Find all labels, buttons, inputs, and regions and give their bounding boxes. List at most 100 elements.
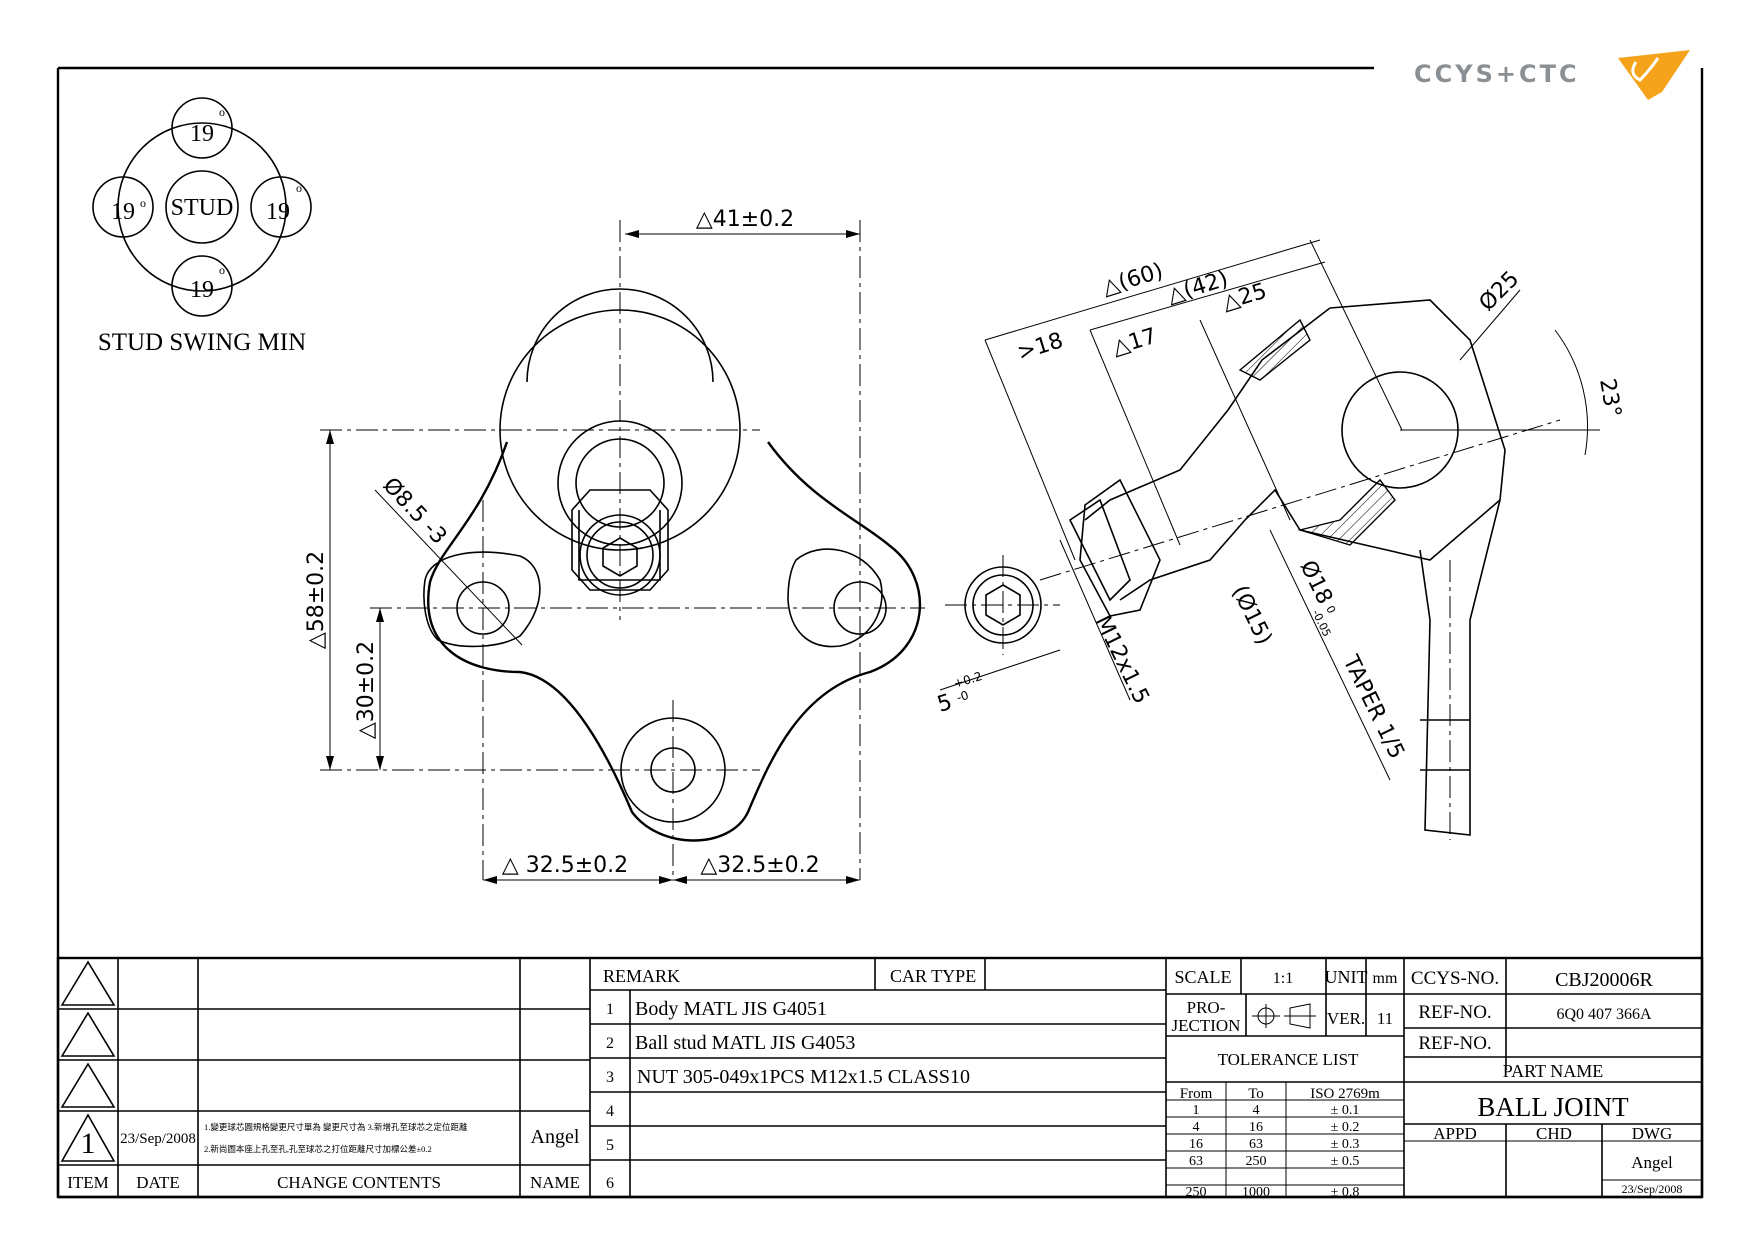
svg-text:2: 2 xyxy=(606,1035,614,1052)
dim-dia-15: (Ø15) xyxy=(1227,582,1277,649)
dwg-name: Angel xyxy=(1631,1153,1673,1172)
remark-item-1: Body MATL JIS G4051 xyxy=(635,998,827,1020)
svg-text:5: 5 xyxy=(606,1137,614,1154)
front-view: △41±0.2 △58±0.2 △30±0.2 Ø8.5 -3 △ 32.5±0… xyxy=(304,207,925,884)
dim-bottom-left: △ 32.5±0.2 xyxy=(502,853,628,878)
revision-item-number: 1 xyxy=(81,1127,96,1160)
projection-label-1: PRO- xyxy=(1187,998,1226,1017)
svg-text:6: 6 xyxy=(606,1175,614,1192)
dim-height-lower: △30±0.2 xyxy=(354,641,379,739)
swing-caption: STUD SWING MIN xyxy=(98,329,306,356)
part-name-label: PART NAME xyxy=(1503,1061,1603,1081)
appd-label: APPD xyxy=(1433,1124,1476,1143)
svg-text:1: 1 xyxy=(1193,1103,1200,1118)
stud-label: STUD xyxy=(171,195,234,221)
projection-label-2: JECTION xyxy=(1172,1016,1241,1035)
remark-item-2: Ball stud MATL JIS G4053 xyxy=(635,1032,855,1054)
revision-contents-1: 1.變更球芯圓規格變更尺寸單為 變更尺寸為 3.新增孔至球芯之定位距離 xyxy=(204,1122,468,1132)
svg-text:63: 63 xyxy=(1189,1154,1203,1169)
dwg-label: DWG xyxy=(1632,1124,1673,1143)
svg-text:± 0.2: ± 0.2 xyxy=(1331,1120,1360,1135)
ref-no-label: REF-NO. xyxy=(1418,1002,1491,1023)
revision-name: Angel xyxy=(531,1126,580,1148)
svg-text:63: 63 xyxy=(1249,1137,1263,1152)
part-info-block: CCYS-NO. CBJ20006R REF-NO. 6Q0 407 366A … xyxy=(1403,958,1702,1197)
svg-text:16: 16 xyxy=(1249,1120,1263,1135)
dim-height-total: △58±0.2 xyxy=(304,551,329,649)
ccys-no-label: CCYS-NO. xyxy=(1411,968,1499,989)
svg-text:-0: -0 xyxy=(955,688,971,705)
car-type-label: CAR TYPE xyxy=(890,966,976,986)
dim-len-60: △(60) xyxy=(1099,259,1166,301)
dim-len-18: >18 xyxy=(1014,328,1066,365)
revision-contents-2: 2.新尚圖本座上孔至孔,孔至球芯之打位距離尺寸加標公差±0.2 xyxy=(204,1144,432,1154)
swing-angle-top: 19 xyxy=(190,121,214,147)
projection-symbol-icon xyxy=(1252,1003,1316,1029)
dim-len-42: △(42) xyxy=(1164,267,1231,309)
title-block: 1 23/Sep/2008 1.變更球芯圓規格變更尺寸單為 變更尺寸為 3.新增… xyxy=(56,956,1704,1200)
revision-table: 1 23/Sep/2008 1.變更球芯圓規格變更尺寸單為 變更尺寸為 3.新增… xyxy=(58,958,591,1197)
svg-text:3: 3 xyxy=(606,1069,614,1086)
svg-text:o: o xyxy=(140,196,146,210)
swing-angle-left: 19 xyxy=(111,199,135,225)
unit-label: UNIT xyxy=(1325,967,1368,987)
chd-label: CHD xyxy=(1536,1124,1572,1143)
svg-text:ISO 2769m: ISO 2769m xyxy=(1310,1086,1380,1102)
part-name-value: BALL JOINT xyxy=(1477,1092,1629,1122)
svg-text:From: From xyxy=(1180,1086,1213,1102)
remarks-table: REMARK CAR TYPE 1 Body MATL JIS G4051 2 … xyxy=(590,958,1167,1197)
dim-angle: 23° xyxy=(1594,377,1625,420)
header-name: NAME xyxy=(530,1173,580,1192)
svg-text:± 0.3: ± 0.3 xyxy=(1331,1137,1360,1152)
stud-circle xyxy=(165,170,239,244)
svg-text:± 0.8: ± 0.8 xyxy=(1331,1185,1360,1200)
scale-label: SCALE xyxy=(1174,967,1231,987)
svg-text:250: 250 xyxy=(1186,1185,1207,1200)
svg-text:16: 16 xyxy=(1189,1137,1203,1152)
revision-date: 23/Sep/2008 xyxy=(120,1131,196,1147)
header-item: ITEM xyxy=(67,1173,109,1192)
svg-text:o: o xyxy=(219,263,225,277)
svg-text:To: To xyxy=(1248,1086,1264,1102)
dim-width-top: △41±0.2 xyxy=(696,207,794,232)
stud-swing-diagram: STUD 19 19 19 19 o o o o STUD SWING MIN xyxy=(92,97,312,356)
svg-text:4: 4 xyxy=(1193,1120,1200,1135)
ref-no-value: 6Q0 407 366A xyxy=(1556,1006,1652,1023)
svg-text:0: 0 xyxy=(1323,604,1338,616)
header-contents: CHANGE CONTENTS xyxy=(277,1173,441,1192)
dim-thread: M12x1.5 xyxy=(1090,612,1154,708)
remark-item-3: NUT 305-049x1PCS M12x1.5 CLASS10 xyxy=(637,1066,970,1088)
ver-value: 11 xyxy=(1377,1009,1393,1028)
dim-len-17: △17 xyxy=(1109,324,1159,361)
svg-text:± 0.5: ± 0.5 xyxy=(1331,1154,1360,1169)
svg-text:+0.2: +0.2 xyxy=(952,669,984,691)
company-logo: CCYS+CTC xyxy=(1414,50,1690,100)
unit-value: mm xyxy=(1373,970,1398,987)
dim-taper-text: TAPER 1/5 xyxy=(1337,651,1409,763)
dim-taper-dia: Ø18 xyxy=(1295,557,1337,609)
svg-text:4: 4 xyxy=(606,1103,614,1120)
scale-tolerance-block: SCALE 1:1 UNIT mm PRO- JECTION VER. 11 T… xyxy=(1166,958,1404,1200)
svg-text:o: o xyxy=(219,105,225,119)
dim-hex: 5 xyxy=(934,690,955,718)
swing-angle-bottom: 19 xyxy=(190,277,214,303)
ref-no-label-2: REF-NO. xyxy=(1418,1033,1491,1054)
svg-text:o: o xyxy=(296,181,302,195)
scale-value: 1:1 xyxy=(1273,970,1293,987)
side-view: △(60) △(42) △25 >18 △17 Ø25 23° M12x1.5 … xyxy=(934,239,1625,840)
svg-text:1000: 1000 xyxy=(1242,1185,1270,1200)
ver-label: VER. xyxy=(1327,1009,1365,1028)
svg-text:CCYS+CTC: CCYS+CTC xyxy=(1414,60,1580,88)
svg-text:1: 1 xyxy=(606,1001,614,1018)
dim-bottom-right: △32.5±0.2 xyxy=(700,853,819,878)
swing-angle-right: 19 xyxy=(266,199,290,225)
dim-hole-dia: Ø8.5 -3 xyxy=(378,473,452,549)
svg-text:± 0.1: ± 0.1 xyxy=(1331,1103,1360,1118)
ccys-no-value: CBJ20006R xyxy=(1555,969,1653,991)
svg-text:250: 250 xyxy=(1246,1154,1267,1169)
dim-ball-dia: Ø25 xyxy=(1475,267,1525,317)
svg-text:4: 4 xyxy=(1253,1103,1260,1118)
remark-header: REMARK xyxy=(603,966,680,986)
tolerance-title: TOLERANCE LIST xyxy=(1218,1050,1359,1069)
